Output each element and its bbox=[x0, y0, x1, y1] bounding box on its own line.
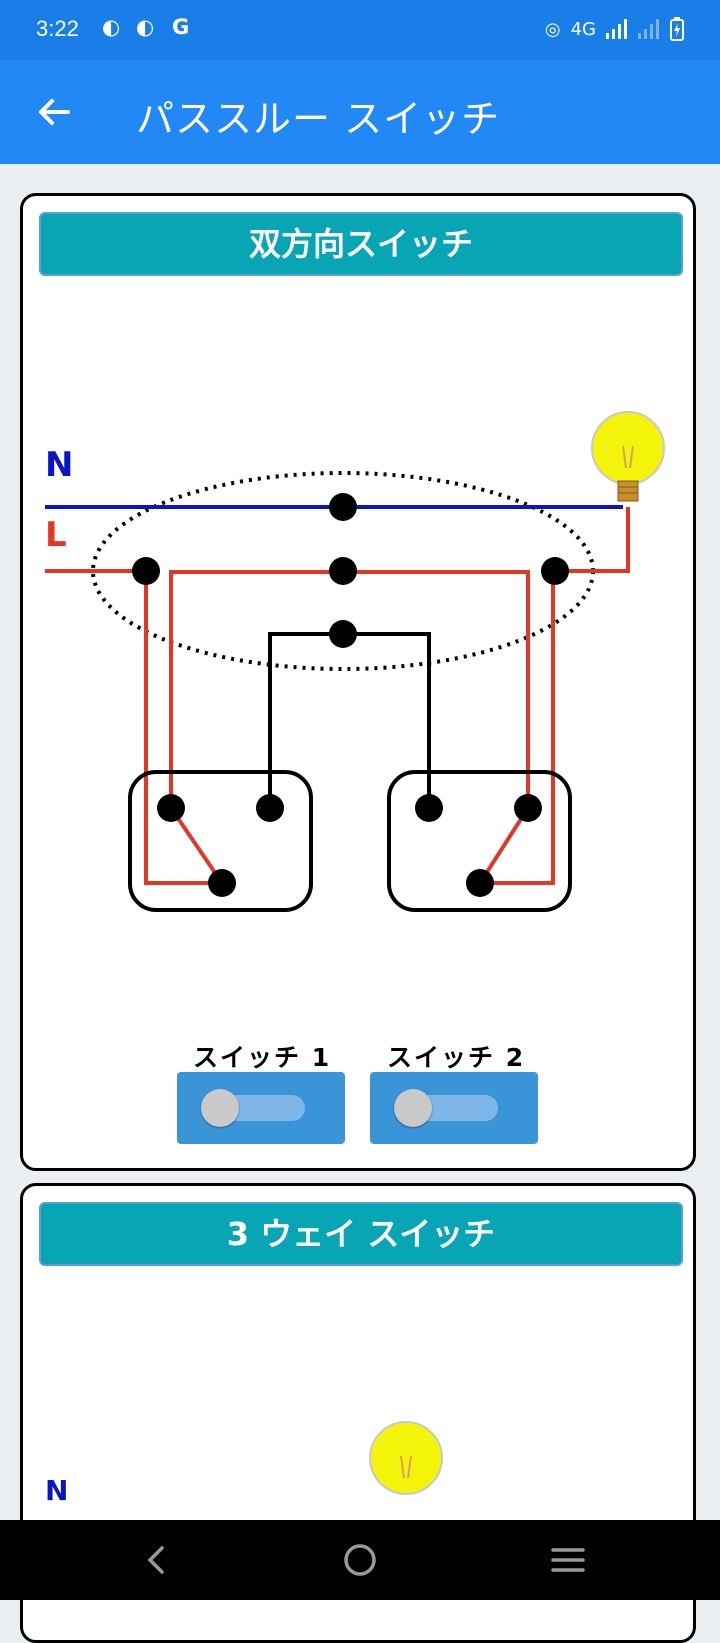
switch-1-label: スイッチ 1 bbox=[193, 1043, 332, 1072]
nav-menu-icon[interactable] bbox=[550, 1542, 586, 1578]
battery-icon bbox=[670, 17, 684, 41]
switch-1-toggle[interactable] bbox=[177, 1072, 345, 1144]
nav-home-icon[interactable] bbox=[342, 1542, 378, 1578]
terminal bbox=[256, 794, 284, 822]
signal-icon bbox=[606, 19, 627, 39]
terminal bbox=[132, 557, 160, 585]
status-bar: 3:22 ◐ ◐ G ◎ 4G bbox=[0, 0, 720, 60]
two-way-switch-card: 双方向スイッチ N L bbox=[20, 193, 696, 1171]
neutral-label: N bbox=[45, 445, 73, 485]
nav-back-icon[interactable] bbox=[138, 1542, 174, 1578]
status-icons: ◎ 4G bbox=[545, 17, 684, 41]
toggle-knob bbox=[394, 1089, 432, 1127]
notification-app-icon: ◐ bbox=[102, 15, 121, 39]
terminal bbox=[157, 794, 185, 822]
app-bar: パススルー スイッチ bbox=[0, 60, 720, 164]
light-bulb-icon bbox=[369, 1421, 443, 1495]
live-wire bbox=[476, 571, 555, 885]
card-title: 双方向スイッチ bbox=[39, 212, 683, 276]
toggle-knob bbox=[201, 1089, 239, 1127]
terminal bbox=[466, 869, 494, 897]
switch-box-2 bbox=[387, 770, 572, 912]
neutral-label: N bbox=[45, 1474, 68, 1507]
live-wire bbox=[45, 569, 222, 885]
terminal bbox=[208, 869, 236, 897]
wiring-diagram: N bbox=[45, 1421, 443, 1507]
status-time: 3:22 bbox=[36, 16, 79, 41]
live-wire bbox=[553, 507, 630, 573]
terminal bbox=[514, 794, 542, 822]
switch-2-label: スイッチ 2 bbox=[387, 1043, 526, 1072]
google-icon: G bbox=[172, 15, 190, 39]
hotspot-icon: ◎ bbox=[544, 18, 561, 40]
page-title: パススルー スイッチ bbox=[136, 97, 501, 141]
card-title: 3 ウェイ スイッチ bbox=[39, 1202, 683, 1266]
network-type: 4G bbox=[570, 18, 596, 40]
terminal bbox=[541, 557, 569, 585]
switch-2-toggle[interactable] bbox=[370, 1072, 538, 1144]
switched-wire bbox=[268, 632, 431, 808]
terminal bbox=[329, 493, 357, 521]
light-bulb-icon bbox=[591, 411, 665, 502]
terminal bbox=[329, 620, 357, 648]
signal-icon bbox=[638, 19, 659, 39]
terminal bbox=[415, 794, 443, 822]
back-arrow-icon[interactable] bbox=[30, 88, 78, 136]
terminal bbox=[329, 557, 357, 585]
switch-box-1 bbox=[128, 770, 313, 912]
live-label: L bbox=[45, 515, 67, 555]
notification-app-icon: ◐ bbox=[136, 15, 155, 39]
system-nav-bar bbox=[0, 1520, 720, 1600]
wiring-diagram: N L bbox=[45, 411, 665, 912]
live-wire bbox=[169, 806, 224, 885]
